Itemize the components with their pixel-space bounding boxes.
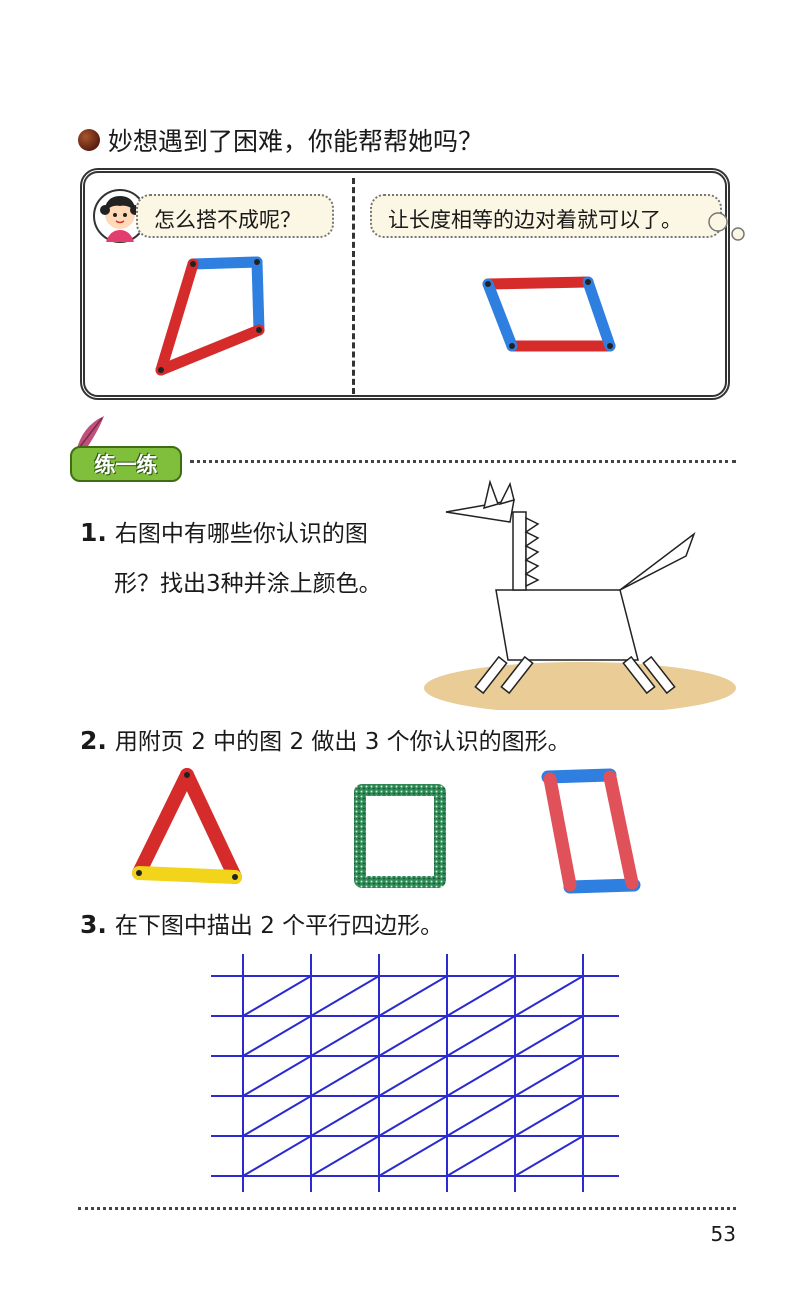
- thought-dots-icon: [708, 212, 745, 241]
- grid-diagonal-line: [378, 1135, 448, 1177]
- grid-diagonal-line: [242, 1055, 312, 1097]
- horse-figure: [424, 479, 736, 710]
- grid-diagonal-line: [310, 975, 380, 1017]
- grid-diagonal-line: [446, 1015, 516, 1057]
- question-text: 右图中有哪些你认识的图: [114, 521, 368, 547]
- section-divider: [190, 460, 736, 463]
- sticks-parallelogram: [482, 276, 616, 352]
- grid-diagonal-line: [378, 1095, 448, 1137]
- grid-diagonal-line: [378, 1055, 448, 1097]
- bullet-icon: [78, 129, 100, 151]
- grid-diagonal-line: [446, 1095, 516, 1137]
- question-number: 3.: [80, 910, 107, 939]
- right-speech-bubble: 让长度相等的边对着就可以了。: [370, 194, 722, 238]
- panel-divider: [352, 178, 355, 394]
- grid-diagonal-line: [446, 975, 516, 1017]
- grid-diagonal-line: [514, 1055, 584, 1097]
- question-text: 用附页 2 中的图 2 做出 3 个你认识的图形。: [114, 729, 571, 755]
- grid-diagonal-line: [446, 1135, 516, 1177]
- green-square: [354, 784, 446, 888]
- grid-diagonal-line: [446, 1055, 516, 1097]
- stick-rectangle: [541, 768, 641, 894]
- grid-diagonal-line: [310, 1095, 380, 1137]
- question-text-line2: 形？找出3种并涂上颜色。: [114, 571, 382, 597]
- grid-diagonal-line: [242, 1135, 312, 1177]
- parallelogram-grid[interactable]: [205, 950, 625, 1195]
- grid-diagonal-line: [378, 1015, 448, 1057]
- grid-diagonal-line: [310, 1015, 380, 1057]
- question-3: 3. 在下图中描出 2 个平行四边形。: [80, 900, 443, 951]
- grid-diagonal-line: [514, 975, 584, 1017]
- question-number: 1.: [80, 518, 107, 547]
- intro-line: 妙想遇到了困难，你能帮帮她吗？: [78, 122, 483, 158]
- grid-diagonal-line: [378, 975, 448, 1017]
- practice-label: 练一练: [70, 446, 182, 482]
- grid-diagonal-line: [514, 1015, 584, 1057]
- bottom-divider: [78, 1207, 736, 1210]
- question-2: 2. 用附页 2 中的图 2 做出 3 个你认识的图形。: [80, 716, 571, 767]
- grid-diagonal-line: [310, 1135, 380, 1177]
- sticks-failed-shape: [155, 256, 265, 376]
- intro-text: 妙想遇到了困难，你能帮帮她吗？: [108, 127, 484, 156]
- left-speech-bubble: 怎么搭不成呢？: [136, 194, 334, 238]
- stick-triangle: [132, 768, 242, 884]
- question-number: 2.: [80, 726, 107, 755]
- question-1: 1. 右图中有哪些你认识的图 形？找出3种并涂上颜色。: [80, 508, 382, 609]
- grid-diagonal-line: [242, 975, 312, 1017]
- grid-diagonal-line: [514, 1135, 584, 1177]
- grid-diagonal-line: [242, 1015, 312, 1057]
- grid-diagonal-line: [310, 1055, 380, 1097]
- grid-diagonal-line: [514, 1095, 584, 1137]
- page-number: 53: [710, 1222, 736, 1246]
- dialogue-panel: [80, 168, 730, 400]
- question-text: 在下图中描出 2 个平行四边形。: [114, 913, 444, 939]
- grid-diagonal-line: [242, 1095, 312, 1137]
